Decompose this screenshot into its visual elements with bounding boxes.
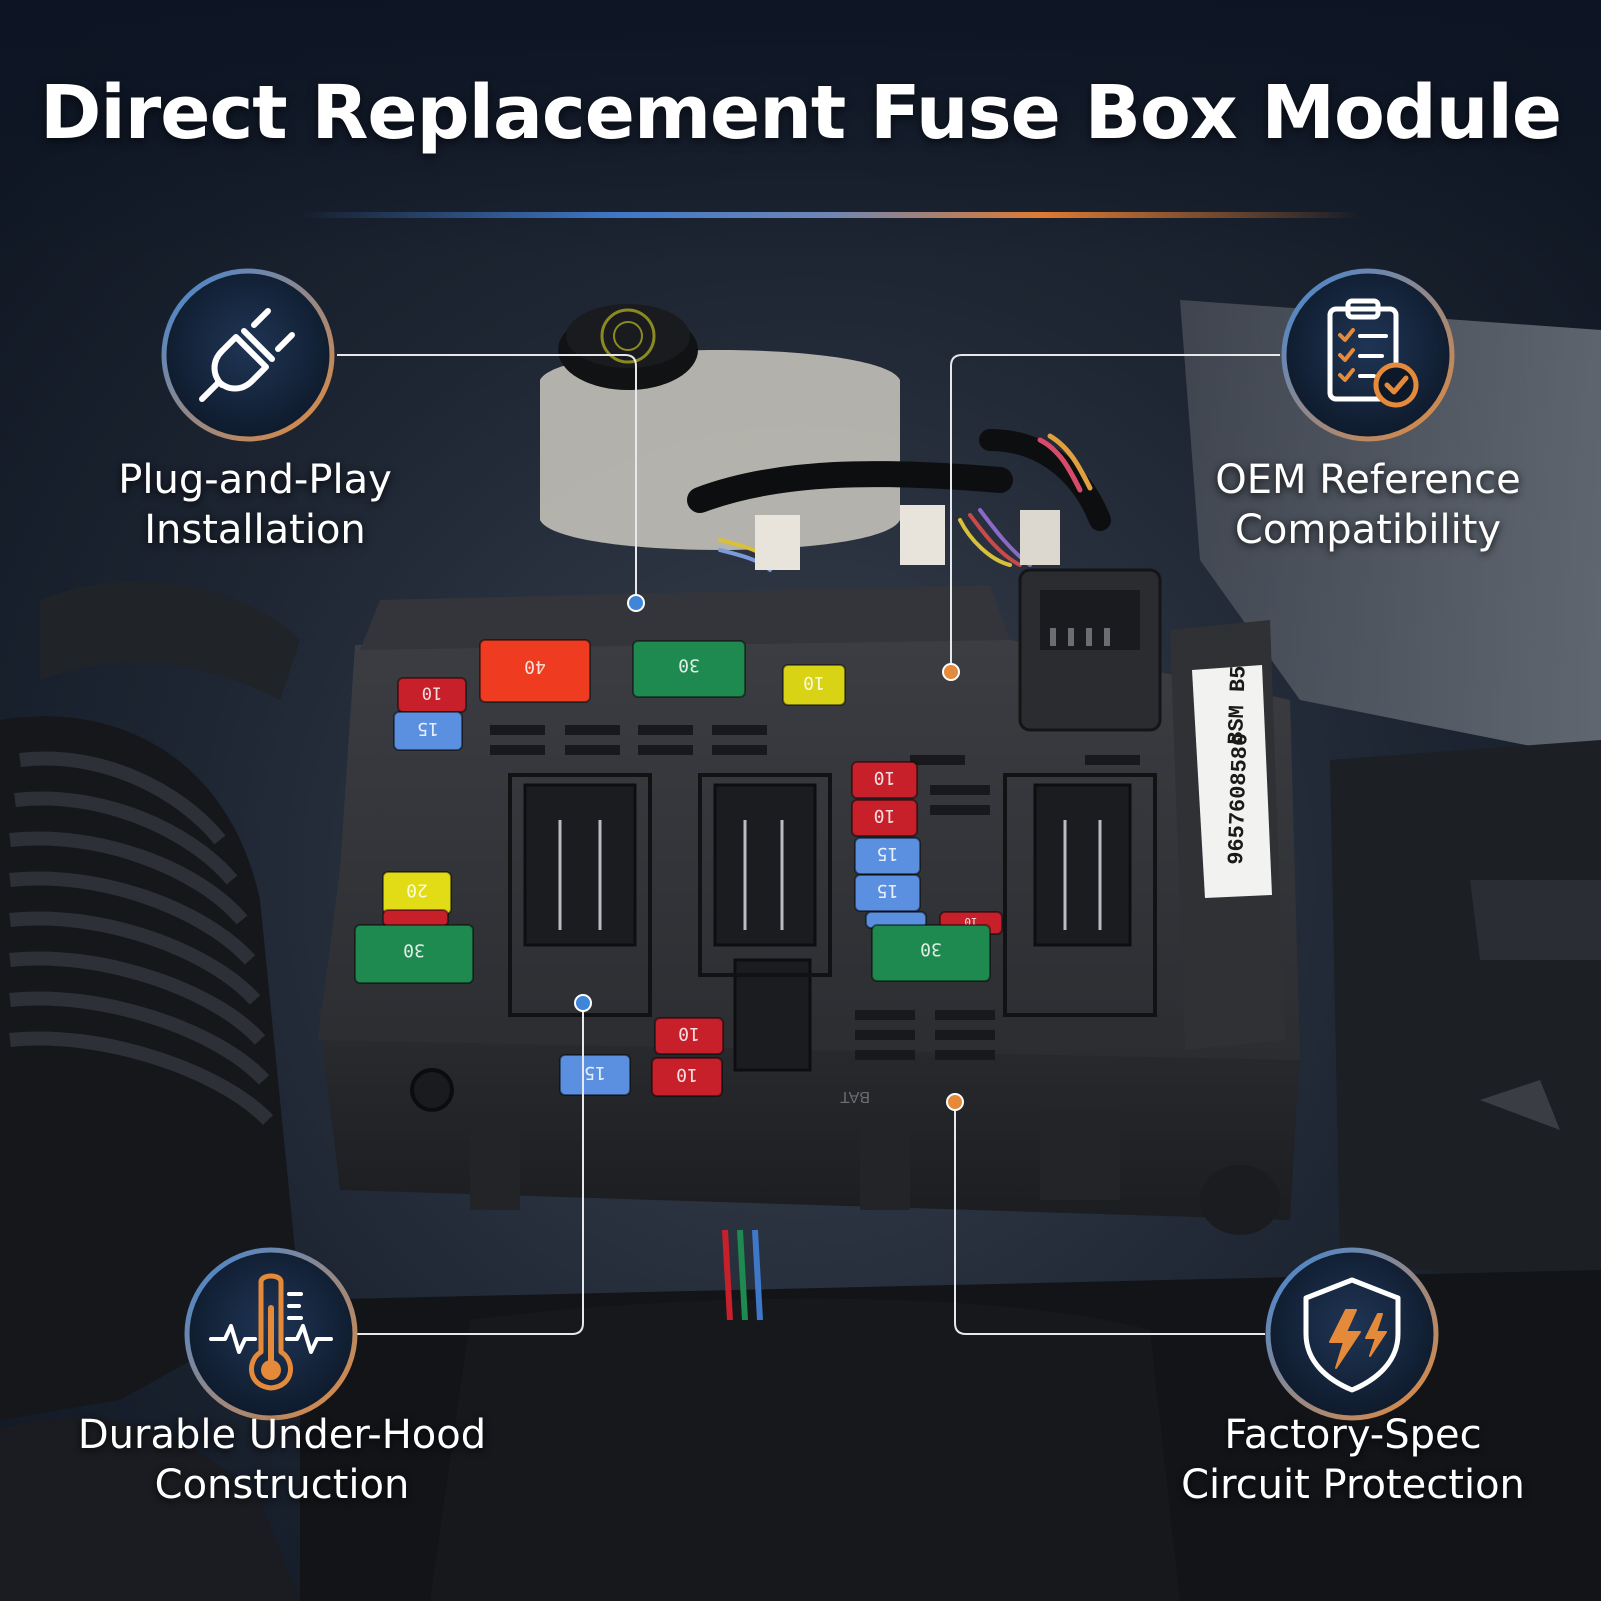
callout-dot-installation [627, 594, 645, 612]
fuse-rating: 10 [678, 1023, 700, 1044]
fuse-rating: 30 [920, 939, 942, 960]
fuse [382, 909, 449, 927]
fuse: 15 [559, 1054, 631, 1096]
callout-dot-construction [574, 994, 592, 1012]
feature-label-line2: Installation [144, 507, 366, 553]
fuse: 10 [654, 1017, 724, 1055]
fuse-rating: 30 [403, 939, 425, 960]
fuse-rating: 20 [406, 880, 428, 901]
plug-icon [199, 308, 295, 402]
feature-label-protection: Factory-Spec Circuit Protection [1123, 1410, 1583, 1510]
fuse: 15 [854, 837, 921, 875]
feature-label-line2: Compatibility [1234, 507, 1502, 553]
fuse-rating: 10 [676, 1064, 698, 1085]
feature-label-compatibility: OEM Reference Compatibility [1138, 455, 1598, 555]
fuse-body [854, 837, 921, 875]
fuse-body [393, 711, 463, 751]
fuse: 30 [871, 924, 991, 982]
fuse-rating: 10 [964, 915, 977, 928]
fuse: 10 [651, 1057, 723, 1097]
module-terminal-mark: BAT [840, 1088, 870, 1105]
fuse-body [354, 924, 474, 984]
feature-label-line2: Circuit Protection [1181, 1462, 1525, 1508]
fuse-rating: 10 [803, 672, 825, 693]
intake-hose [0, 581, 300, 1601]
feature-label-line1: Plug-and-Play [118, 457, 392, 503]
fuse-rating: 10 [422, 682, 442, 702]
fuse-body [854, 874, 921, 912]
feature-badge-installation [161, 268, 335, 442]
fuse-rating: 15 [417, 718, 439, 739]
shield-bolt-icon [1303, 1277, 1401, 1393]
fuse: 10 [782, 664, 846, 706]
fuse-body [651, 1057, 723, 1097]
clipboard-check-icon [1327, 298, 1419, 408]
fuse: 10 [397, 677, 467, 713]
feature-label-line1: OEM Reference [1215, 457, 1521, 503]
fuse-rating: 15 [877, 880, 899, 901]
callout-dot-protection [946, 1093, 964, 1111]
fuse-layer: 40 30 10 10 15 20 30 10 10 15 15 10 30 10 10 15 [354, 639, 1003, 1097]
feature-badge-compatibility [1281, 268, 1455, 442]
feature-label-line1: Factory-Spec [1224, 1412, 1482, 1458]
fuse-rating: 40 [524, 656, 546, 677]
fuse-rating: 10 [874, 767, 896, 788]
fuse: 30 [354, 924, 474, 984]
fuse-body [382, 909, 449, 927]
fuse: 15 [854, 874, 921, 912]
fuse-body [782, 664, 846, 706]
fuse: 40 [479, 639, 591, 703]
fuse: 30 [632, 640, 746, 698]
fuse-rating: 10 [874, 805, 896, 826]
feature-label-installation: Plug-and-Play Installation [25, 455, 485, 555]
feature-label-line2: Construction [154, 1462, 410, 1508]
fuse-body [654, 1017, 724, 1055]
title-divider [300, 212, 1360, 218]
fuse: 10 [851, 761, 918, 799]
fuse-rating: 30 [678, 655, 700, 676]
callout-dot-compatibility [942, 663, 960, 681]
feature-badge-construction [184, 1247, 358, 1421]
fuse: 20 [382, 871, 452, 915]
fuse-body [871, 924, 991, 982]
module-part-number: 9657608580 [1224, 732, 1254, 865]
fuse-rating: 15 [877, 843, 899, 864]
feature-label-construction: Durable Under-Hood Construction [52, 1410, 512, 1510]
feature-badge-protection [1265, 1247, 1439, 1421]
thermometer-icon [209, 1273, 333, 1391]
fuse: 15 [393, 711, 463, 751]
fuse-body [851, 799, 918, 837]
feature-label-line1: Durable Under-Hood [77, 1412, 487, 1458]
module-model: BSM B5 [1224, 665, 1252, 745]
fuse-body [851, 761, 918, 799]
fuse: 10 [851, 799, 918, 837]
page-title: Direct Replacement Fuse Box Module [39, 70, 1562, 156]
fuse-body [479, 639, 591, 703]
fuse-rating: 15 [584, 1062, 606, 1083]
fuse-body [632, 640, 746, 698]
